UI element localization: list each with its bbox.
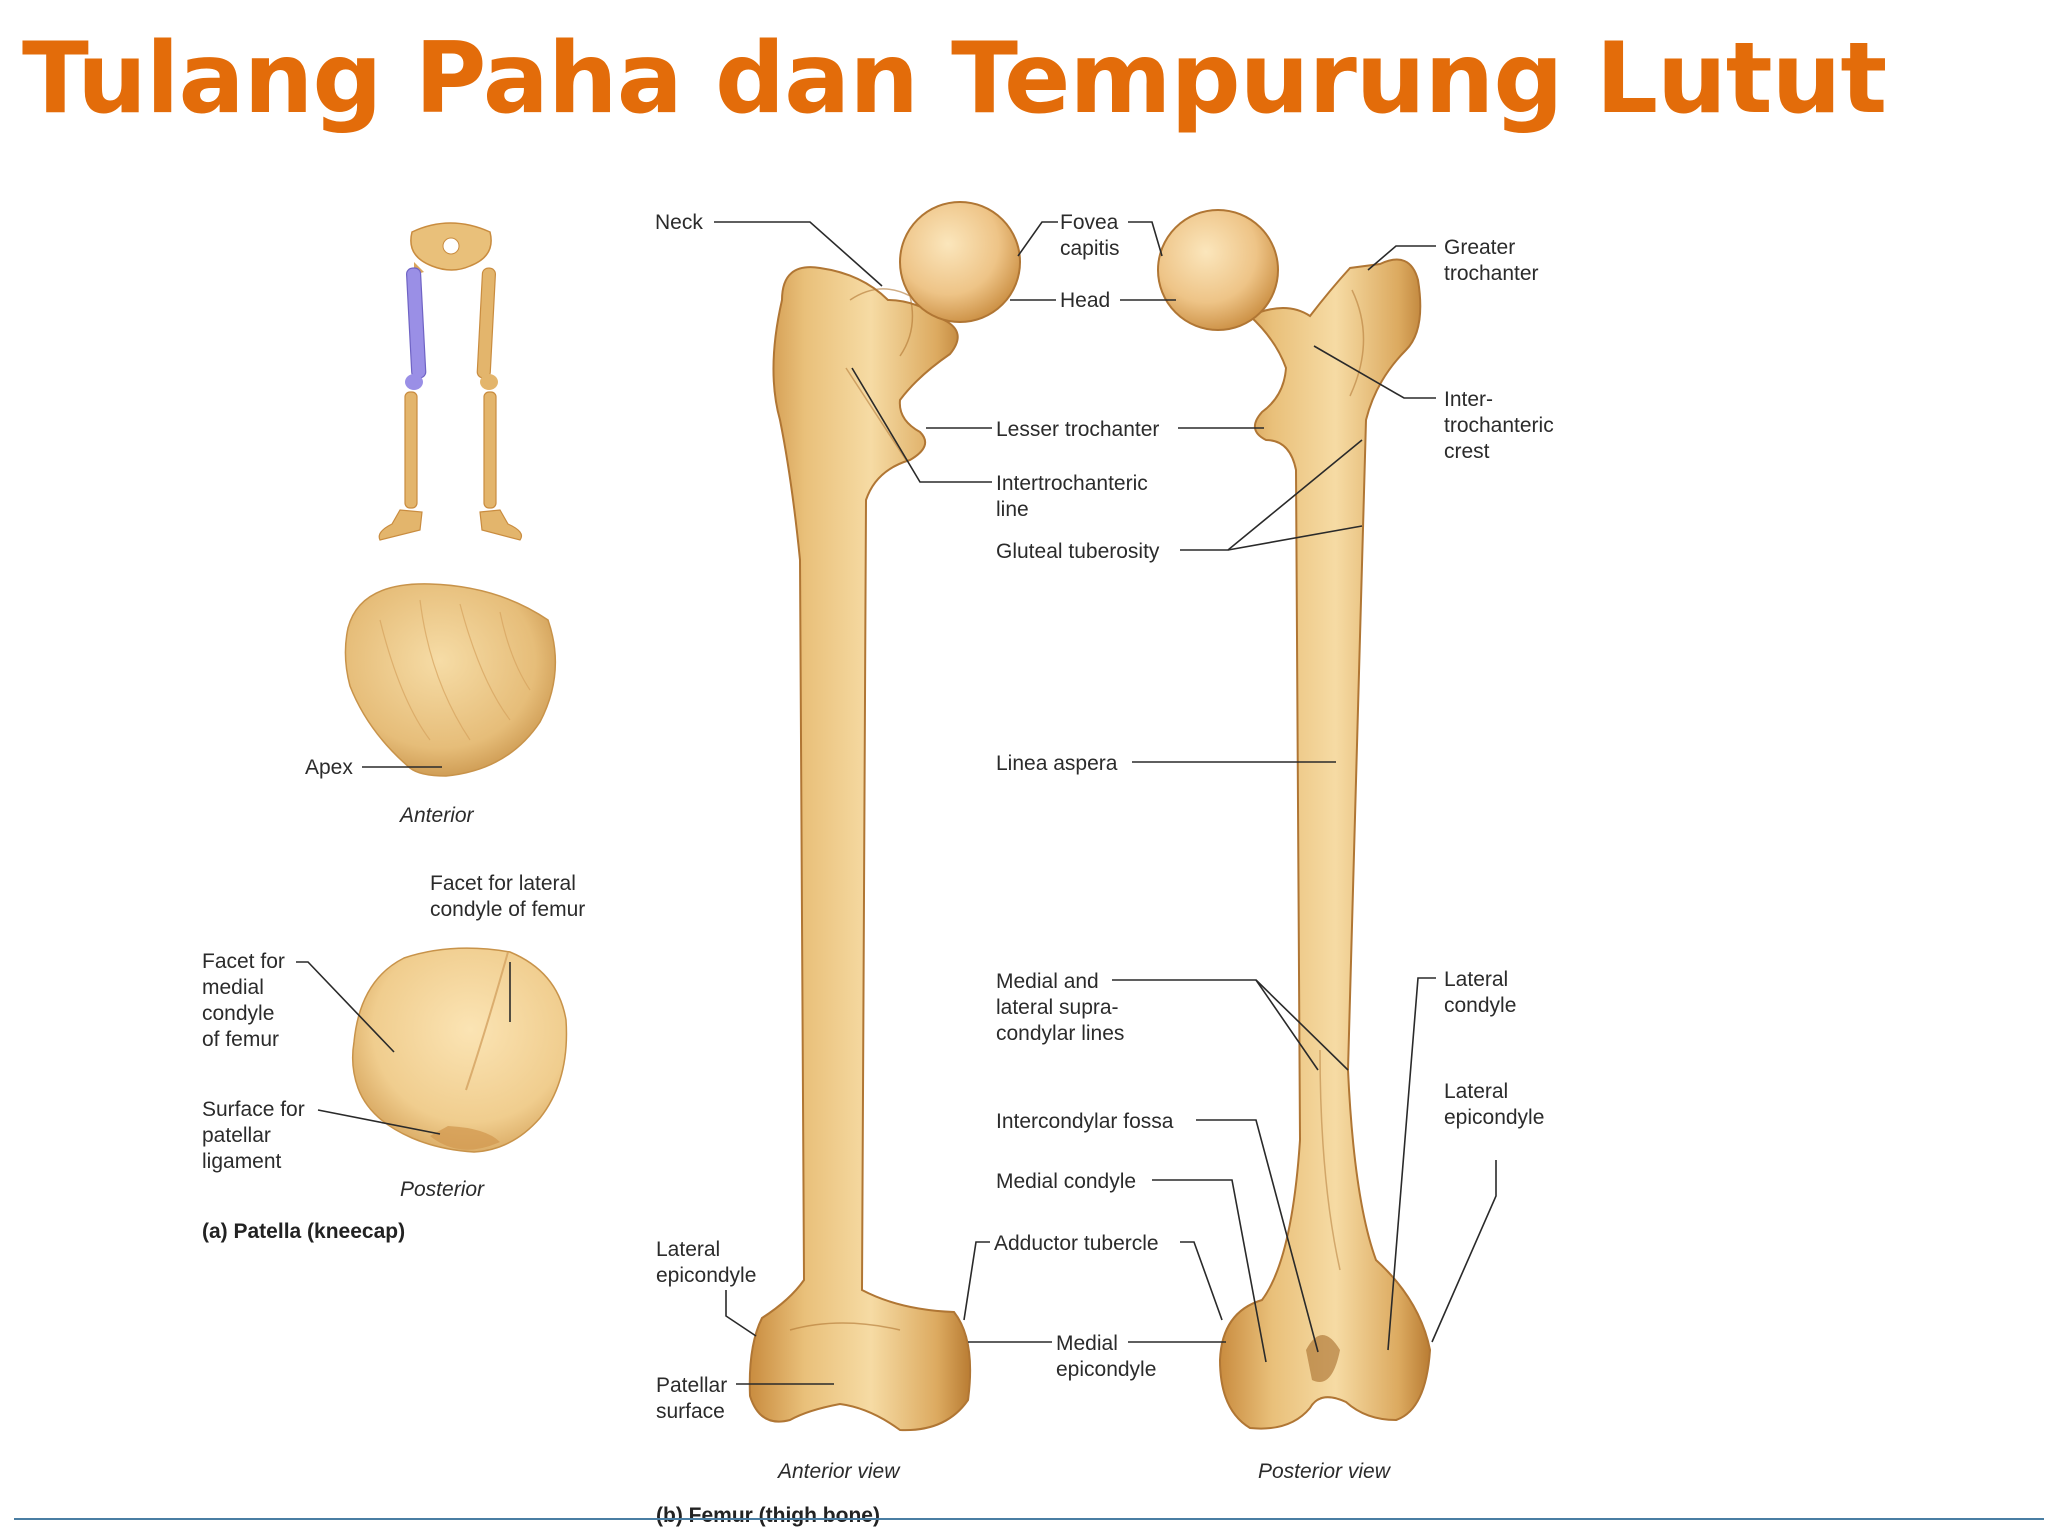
svg-text:lateral supra-: lateral supra-: [996, 996, 1119, 1019]
label-intercondylar-fossa: Intercondylar fossa: [996, 1110, 1319, 1353]
svg-text:crest: crest: [1444, 440, 1490, 463]
patella-anterior: [344, 583, 557, 777]
label-head: Head: [1010, 289, 1176, 312]
label-lateral-condyle: Lateral condyle: [1387, 968, 1516, 1351]
label-gluteal-tuberosity: Gluteal tuberosity: [996, 439, 1363, 563]
svg-text:Medial and: Medial and: [996, 970, 1099, 993]
label-lesser-trochanter: Lesser trochanter: [926, 418, 1264, 441]
svg-text:condyle: condyle: [1444, 994, 1516, 1017]
patella-posterior: [351, 947, 568, 1153]
label-linea-aspera: Linea aspera: [996, 752, 1336, 775]
svg-text:Lateral: Lateral: [1444, 1080, 1508, 1103]
svg-text:medial: medial: [202, 976, 264, 999]
svg-text:Patellar: Patellar: [656, 1374, 727, 1397]
svg-text:Gluteal tuberosity: Gluteal tuberosity: [996, 540, 1160, 563]
svg-text:Neck: Neck: [655, 211, 703, 234]
bottom-rule: [14, 1518, 2044, 1520]
svg-text:Medial condyle: Medial condyle: [996, 1170, 1136, 1193]
svg-text:capitis: capitis: [1060, 237, 1120, 260]
label-patellar-surface: Patellar surface: [656, 1374, 834, 1423]
highlighted-femur: [405, 267, 427, 379]
label-fovea-capitis: Fovea capitis: [1017, 211, 1163, 260]
label-lateral-epicondyle-posterior: Lateral epicondyle: [1431, 1080, 1544, 1343]
label-supracondylar-lines: Medial and lateral supra- condylar lines: [996, 970, 1349, 1071]
label-medial-condyle: Medial condyle: [996, 1170, 1267, 1363]
femur-anterior: [748, 201, 1021, 1432]
svg-text:of femur: of femur: [202, 1028, 279, 1051]
svg-text:Surface for: Surface for: [202, 1098, 305, 1121]
svg-text:Adductor tubercle: Adductor tubercle: [994, 1232, 1159, 1255]
svg-text:trochanteric: trochanteric: [1444, 414, 1554, 437]
svg-text:Lesser trochanter: Lesser trochanter: [996, 418, 1159, 441]
skeleton-thumbnail: [378, 222, 523, 541]
femur-posterior: [1157, 209, 1432, 1430]
svg-text:Intercondylar fossa: Intercondylar fossa: [996, 1110, 1174, 1133]
svg-text:epicondyle: epicondyle: [1056, 1358, 1156, 1381]
label-apex: Apex: [305, 756, 442, 779]
svg-text:line: line: [996, 498, 1029, 521]
svg-text:condyle: condyle: [202, 1002, 274, 1025]
svg-text:Head: Head: [1060, 289, 1110, 312]
label-adductor-tubercle: Adductor tubercle: [963, 1232, 1223, 1321]
label-facet-medial: Facet for medial condyle of femur: [202, 950, 395, 1053]
label-medial-epicondyle: Medial epicondyle: [968, 1332, 1226, 1381]
label-greater-trochanter: Greater trochanter: [1367, 236, 1539, 285]
svg-text:Lateral: Lateral: [656, 1238, 720, 1261]
femur-posterior-caption: Posterior view: [1258, 1460, 1392, 1483]
slide-title: Tulang Paha dan Tempurung Lutut: [22, 22, 1887, 136]
patella-figure-caption: (a) Patella (kneecap): [202, 1220, 405, 1243]
svg-text:Facet for: Facet for: [202, 950, 285, 973]
svg-text:condyle of femur: condyle of femur: [430, 898, 585, 921]
label-neck: Neck: [655, 211, 883, 287]
svg-text:Inter-: Inter-: [1444, 388, 1493, 411]
svg-text:ligament: ligament: [202, 1150, 282, 1173]
svg-text:Facet for lateral: Facet for lateral: [430, 872, 576, 895]
label-lateral-epicondyle-anterior: Lateral epicondyle: [656, 1238, 757, 1337]
svg-text:trochanter: trochanter: [1444, 262, 1539, 285]
svg-text:Fovea: Fovea: [1060, 211, 1119, 234]
svg-text:surface: surface: [656, 1400, 725, 1423]
svg-text:epicondyle: epicondyle: [656, 1264, 756, 1287]
label-facet-lateral: Facet for lateral condyle of femur: [430, 872, 585, 1022]
svg-text:epicondyle: epicondyle: [1444, 1106, 1544, 1129]
svg-text:Linea aspera: Linea aspera: [996, 752, 1118, 775]
svg-text:condylar lines: condylar lines: [996, 1022, 1124, 1045]
patella-posterior-caption: Posterior: [400, 1178, 485, 1201]
femur-figure-caption: (b) Femur (thigh bone): [656, 1504, 880, 1527]
svg-text:Greater: Greater: [1444, 236, 1515, 259]
label-surface-ligament: Surface for patellar ligament: [202, 1098, 441, 1173]
svg-text:Lateral: Lateral: [1444, 968, 1508, 991]
svg-text:Intertrochanteric: Intertrochanteric: [996, 472, 1148, 495]
label-intertrochanteric-crest: Inter- trochanteric crest: [1313, 345, 1554, 463]
svg-text:Medial: Medial: [1056, 1332, 1118, 1355]
patella-anterior-caption: Anterior: [398, 804, 475, 827]
svg-text:Apex: Apex: [305, 756, 353, 779]
label-intertrochanteric-line: Intertrochanteric line: [851, 367, 1148, 521]
femur-anterior-caption: Anterior view: [776, 1460, 901, 1483]
svg-text:patellar: patellar: [202, 1124, 271, 1147]
